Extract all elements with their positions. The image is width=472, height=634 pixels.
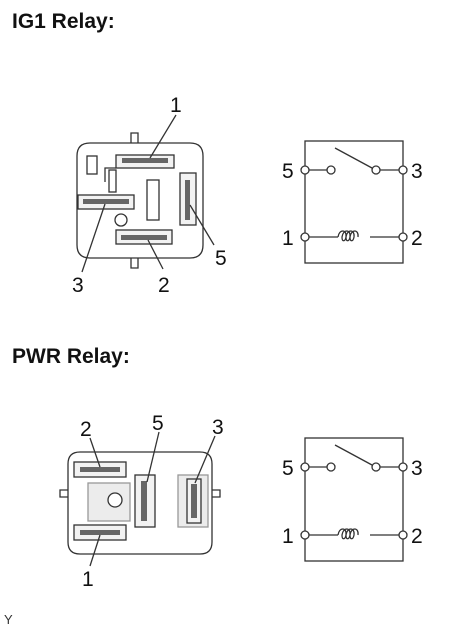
ig1-guide-bracket xyxy=(104,167,116,182)
pwr-schematic-label-2: 2 xyxy=(411,525,423,548)
ig1-schematic-terminal-5 xyxy=(300,165,310,175)
pwr-leader-2 xyxy=(89,437,101,468)
pwr-switch-left-contact xyxy=(326,462,336,472)
pwr-schematic-label-1: 1 xyxy=(282,525,294,548)
pwr-schematic-terminal-1 xyxy=(300,530,310,540)
ig1-terminal-3-blade xyxy=(83,199,129,204)
ig1-terminal-1-blade xyxy=(122,158,168,163)
ig1-window xyxy=(86,155,98,175)
ig1-bottom-tab xyxy=(130,258,139,269)
ig1-schematic xyxy=(300,140,408,264)
ig1-hole xyxy=(114,213,128,227)
ig1-leader-1 xyxy=(149,114,177,159)
pwr-leader-5 xyxy=(146,431,160,483)
ig1-top-tab xyxy=(130,132,139,143)
pwr-connector-label-2: 2 xyxy=(80,418,92,441)
pwr-schematic-terminal-2 xyxy=(398,530,408,540)
pwr-relay-diagram: 2 5 3 1 5 3 1 2 xyxy=(59,412,423,591)
ig1-connector-label-2: 2 xyxy=(158,274,170,297)
pwr-schematic xyxy=(300,437,408,562)
ig1-schematic-terminal-2 xyxy=(398,232,408,242)
pwr-leader-1 xyxy=(89,534,101,567)
ig1-switch-arm xyxy=(334,147,373,169)
pwr-leader-3 xyxy=(194,435,216,484)
pwr-switch-right-contact xyxy=(371,462,381,472)
pwr-relay-title: PWR Relay: xyxy=(12,345,130,368)
ig1-connector-view xyxy=(76,114,215,273)
pwr-connector-label-5: 5 xyxy=(152,412,164,435)
pwr-schematic-label-3: 3 xyxy=(411,457,423,480)
ig1-connector-label-5: 5 xyxy=(215,247,227,270)
ig1-schematic-box xyxy=(304,140,404,264)
ig1-switch-left-contact xyxy=(326,165,336,175)
pwr-right-tab xyxy=(212,489,221,498)
ig1-connector-housing xyxy=(76,142,204,259)
pwr-connector-housing xyxy=(67,451,213,555)
pwr-schematic-terminal-3 xyxy=(398,462,408,472)
pwr-left-tab xyxy=(59,489,68,498)
ig1-schematic-terminal-3 xyxy=(398,165,408,175)
pwr-terminal-5-blade xyxy=(141,481,147,521)
ig1-center-slot xyxy=(146,179,160,221)
ig1-connector-label-3: 3 xyxy=(72,274,84,297)
pwr-connector-label-3: 3 xyxy=(212,416,224,439)
ig1-leader-2 xyxy=(147,239,164,270)
ig1-schematic-label-5: 5 xyxy=(282,160,294,183)
pwr-schematic-label-5: 5 xyxy=(282,457,294,480)
pwr-terminal-2-blade xyxy=(80,467,120,472)
ig1-schematic-label-2: 2 xyxy=(411,227,423,250)
ig1-leader-3 xyxy=(81,203,106,273)
pwr-switch-arm xyxy=(334,444,373,466)
pwr-hole xyxy=(107,492,123,508)
pwr-schematic-box xyxy=(304,437,404,562)
ig1-relay-diagram: 1 3 5 2 5 3 1 2 xyxy=(72,94,423,297)
pwr-terminal-1-blade xyxy=(80,530,120,535)
ig1-relay-title: IG1 Relay: xyxy=(12,10,115,33)
pwr-connector-label-1: 1 xyxy=(82,568,94,591)
pwr-schematic-terminal-5 xyxy=(300,462,310,472)
ig1-switch-right-contact xyxy=(371,165,381,175)
pwr-inner-panel xyxy=(87,482,131,522)
pwr-terminal-3-blade xyxy=(191,484,197,518)
ig1-connector-label-1: 1 xyxy=(170,94,182,117)
ig1-guide-bar xyxy=(108,169,117,193)
ig1-coil-icon xyxy=(337,230,359,242)
ig1-terminal-5-blade xyxy=(185,180,190,220)
pwr-connector-view xyxy=(59,431,221,567)
ig1-leader-5 xyxy=(189,204,215,246)
ig1-schematic-label-1: 1 xyxy=(282,227,294,250)
figure-code: Y xyxy=(4,612,13,627)
pwr-coil-icon xyxy=(337,528,359,540)
ig1-terminal-2-blade xyxy=(121,235,167,240)
ig1-schematic-label-3: 3 xyxy=(411,160,423,183)
ig1-schematic-terminal-1 xyxy=(300,232,310,242)
